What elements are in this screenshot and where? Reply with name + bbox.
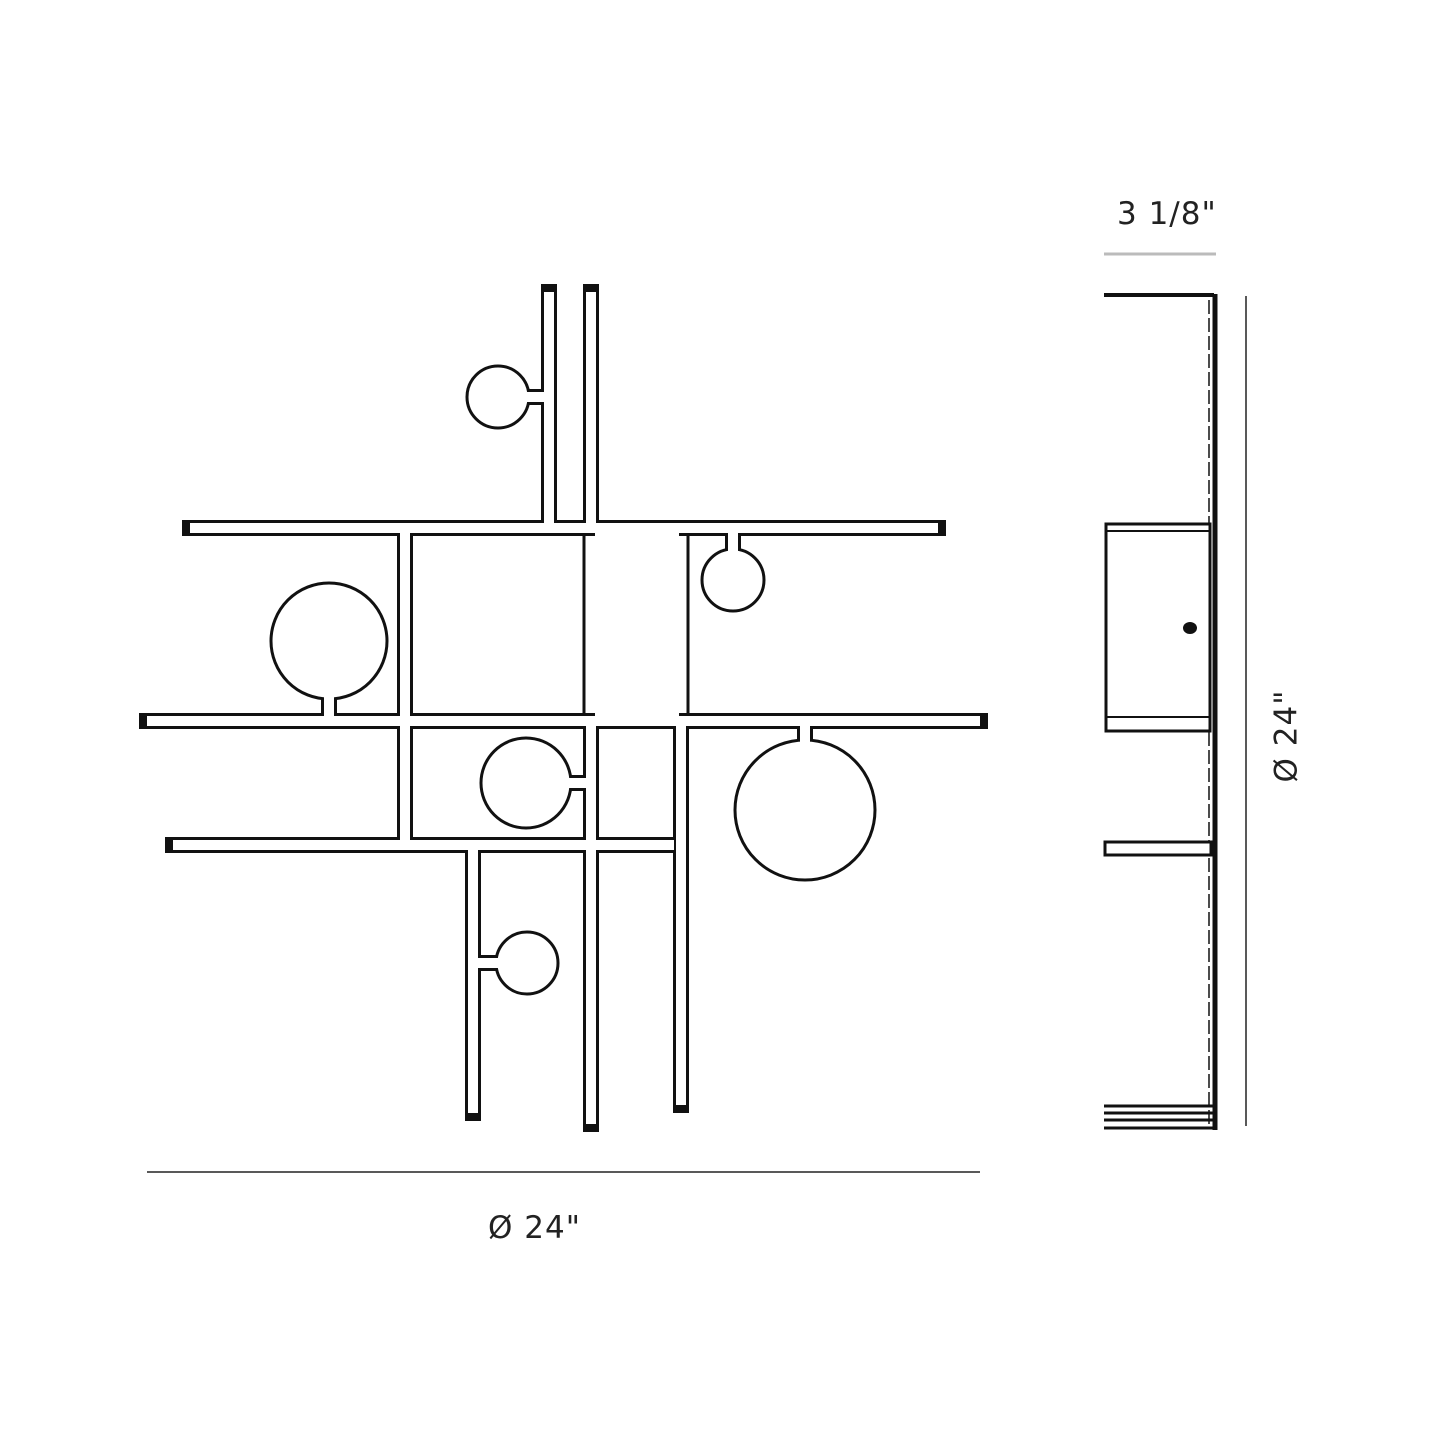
open-area xyxy=(595,533,679,716)
side-screw xyxy=(1183,622,1197,634)
light-disc xyxy=(700,547,766,613)
neck-gap xyxy=(324,693,334,716)
width-dimension-label: Ø 24" xyxy=(488,1210,581,1246)
side-bar xyxy=(1103,840,1213,857)
light-disc xyxy=(479,736,573,830)
depth-dimension-label: 3 1/8" xyxy=(1117,196,1217,232)
neck-gap xyxy=(565,778,586,788)
light-disc xyxy=(494,930,560,996)
neck-gap xyxy=(478,958,502,968)
light-disc xyxy=(465,364,531,430)
light-disc xyxy=(733,738,877,882)
neck-gap xyxy=(523,392,545,402)
neck-gap xyxy=(728,533,738,555)
neck-gap xyxy=(800,726,810,746)
height-dimension-label: Ø 24" xyxy=(1268,689,1305,783)
light-disc xyxy=(269,581,389,701)
